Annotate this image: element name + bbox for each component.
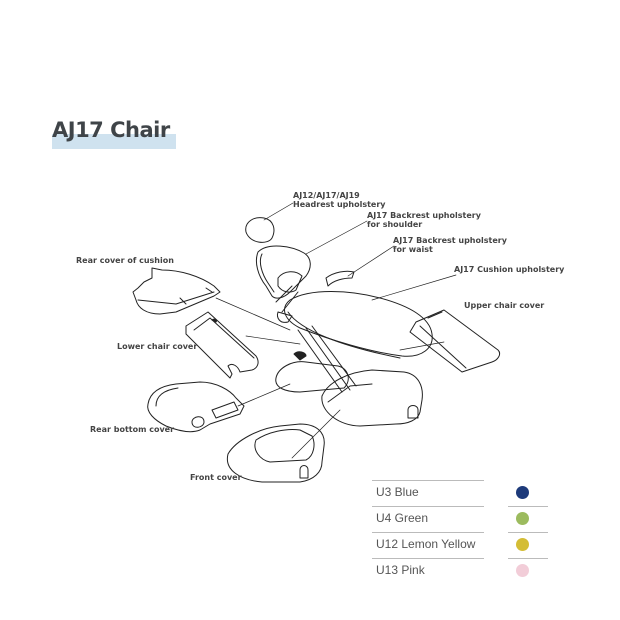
legend-label: U13 Pink — [376, 563, 425, 577]
legend-row-u12: U12 Lemon Yellow — [372, 532, 548, 559]
label-backrest-waist-line1: AJ17 Backrest upholstery — [393, 236, 507, 245]
label-headrest-line2: Headrest upholstery — [293, 199, 386, 209]
headrest-part — [245, 217, 275, 243]
label-headrest-line1: AJ12/AJ17/AJ19 — [293, 191, 360, 200]
divider — [508, 532, 548, 533]
leader-lines — [215, 202, 457, 459]
divider — [372, 506, 484, 507]
title-block: AJ17 Chair — [52, 118, 176, 149]
legend-label: U4 Green — [376, 511, 429, 525]
lower-chair-cover-part — [185, 311, 259, 379]
color-swatch-blue — [516, 486, 529, 499]
label-backrest-waist-line2: for waist — [393, 244, 433, 254]
label-lower-chair-cover: Lower chair cover — [117, 342, 198, 351]
legend-label: U12 Lemon Yellow — [376, 537, 476, 551]
legend-label: U3 Blue — [376, 485, 419, 499]
rear-cover-of-cushion-part — [132, 267, 221, 315]
cushion-part — [284, 291, 433, 359]
legend-row-u3: U3 Blue — [372, 480, 548, 507]
page-title: AJ17 Chair — [52, 118, 170, 142]
upper-chair-cover-part — [409, 309, 501, 373]
chair-base-part — [275, 325, 423, 427]
label-rear-bottom-cover: Rear bottom cover — [90, 425, 175, 434]
backrest-part — [255, 245, 355, 323]
divider — [508, 506, 548, 507]
label-backrest-shoulder: AJ17 Backrest upholstery for shoulder — [367, 211, 481, 229]
label-rear-cover-of-cushion: Rear cover of cushion — [76, 256, 174, 265]
color-swatch-green — [516, 512, 529, 525]
label-backrest-shoulder-line2: for shoulder — [367, 219, 423, 229]
color-legend: U3 Blue U4 Green U12 Lemon Yellow U13 Pi… — [372, 480, 548, 584]
front-cover-part — [226, 423, 325, 483]
title-highlight — [52, 134, 176, 149]
divider — [372, 480, 484, 481]
divider — [372, 558, 484, 559]
legend-row-u4: U4 Green — [372, 506, 548, 533]
color-swatch-lemon-yellow — [516, 538, 529, 551]
divider — [508, 558, 548, 559]
label-upper-chair-cover: Upper chair cover — [464, 301, 545, 310]
label-backrest-shoulder-line1: AJ17 Backrest upholstery — [367, 211, 481, 220]
color-swatch-pink — [516, 564, 529, 577]
label-cushion: AJ17 Cushion upholstery — [454, 265, 565, 274]
label-front-cover: Front cover — [190, 473, 242, 482]
label-backrest-waist: AJ17 Backrest upholstery for waist — [393, 236, 507, 254]
rear-bottom-cover-part — [147, 381, 245, 433]
label-headrest: AJ12/AJ17/AJ19 Headrest upholstery — [293, 191, 386, 209]
legend-row-u13: U13 Pink — [372, 558, 547, 584]
divider — [372, 532, 484, 533]
